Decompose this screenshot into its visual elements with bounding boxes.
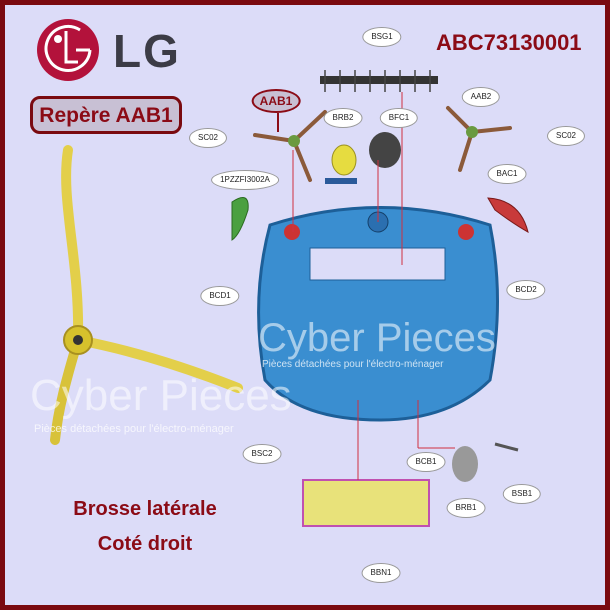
callout-bsg1: BSG1 <box>362 27 402 47</box>
callout-brb2: BRB2 <box>323 108 363 128</box>
callout-sc02-right: SC02 <box>546 126 586 146</box>
callout-sc02-left: SC02 <box>188 128 228 148</box>
callout-bfc1: BFC1 <box>379 108 419 128</box>
part-number: ABC73130001 <box>436 30 582 55</box>
callout-bsb1: BSB1 <box>502 484 542 504</box>
main-brush-icon <box>320 70 438 92</box>
title-line-1: Brosse latérale <box>73 498 217 520</box>
highlight-callout-aab1: AAB1 <box>251 89 301 113</box>
callout-bcd2: BCD2 <box>506 280 546 300</box>
lg-logo-icon <box>37 19 99 81</box>
pin-icon <box>325 178 357 184</box>
wheel-icon <box>331 144 357 176</box>
watermark-tagline-2: Pièces détachées pour l'électro-ménager <box>262 359 444 370</box>
callout-bac1: BAC1 <box>487 164 527 184</box>
caster-icon <box>369 132 401 168</box>
left-bumper-icon <box>231 197 249 241</box>
side-brush-icon <box>50 145 243 445</box>
right-bumper-icon <box>487 197 529 233</box>
callout-bcb1: BCB1 <box>406 452 446 472</box>
dust-bin-icon <box>302 479 430 527</box>
callout-bsc2: BSC2 <box>242 444 282 464</box>
callout-1pzzfi3002a: 1PZZFI3002A <box>211 170 279 190</box>
side-brush-small-icons <box>253 106 512 182</box>
callout-bcd1: BCD1 <box>200 286 240 306</box>
robot-base-icon <box>257 206 499 422</box>
watermark-logo: Cyber Pieces <box>30 371 292 420</box>
reference-badge: Repère AAB1 <box>30 96 182 134</box>
callout-bbn1: BBN1 <box>361 563 401 583</box>
title-line-2: Coté droit <box>97 533 193 555</box>
watermark-tagline: Pièces détachées pour l'électro-ménager <box>34 423 234 435</box>
callout-brb1: BRB1 <box>446 498 486 518</box>
callout-aab2: AAB2 <box>461 87 501 107</box>
watermark-logo-2: Cyber Pieces <box>258 316 496 360</box>
axle-icon <box>494 442 519 452</box>
lg-wordmark: LG <box>113 25 181 77</box>
rear-wheel-icon <box>452 446 478 482</box>
